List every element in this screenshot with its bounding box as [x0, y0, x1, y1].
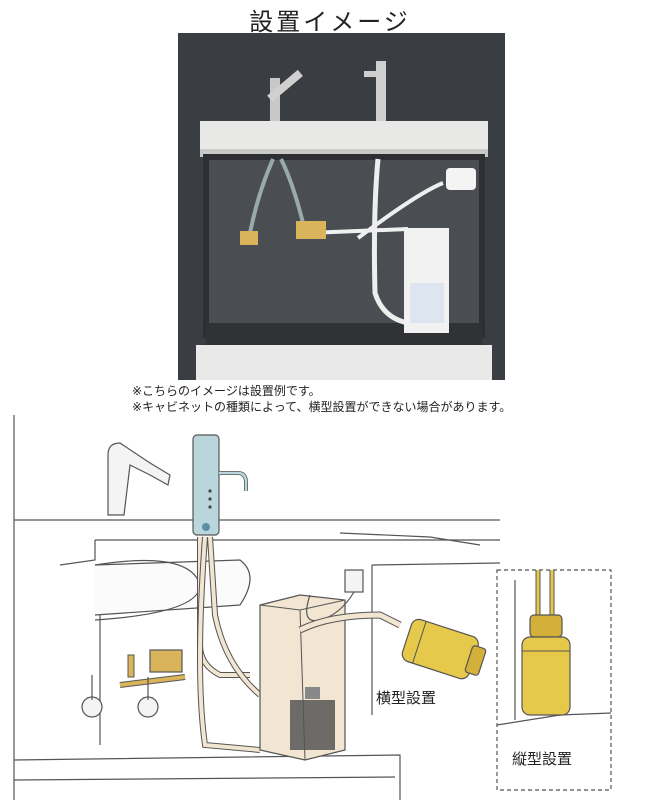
- label-vertical-installation: 縦型設置: [512, 750, 573, 768]
- installation-photo: [178, 33, 505, 380]
- installation-illustration: [13, 415, 612, 800]
- note-example: ※こちらのイメージは設置例です。: [132, 384, 321, 398]
- label-horizontal-installation: 横型設置: [376, 689, 437, 707]
- page-title: 設置イメージ: [249, 8, 411, 36]
- note-cabinet-warning: ※キャビネットの種類によって、横型設置ができない場合があります。: [132, 400, 512, 414]
